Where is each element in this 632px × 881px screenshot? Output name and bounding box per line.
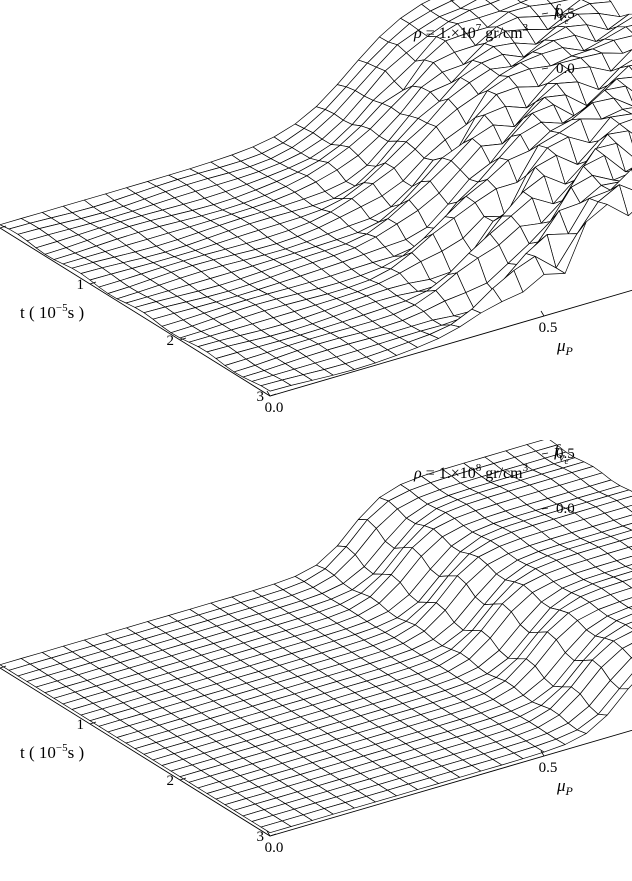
t-axis-tick-label: 2: [167, 773, 175, 789]
z-axis-label: fνe: [554, 441, 569, 466]
mu-axis-label: μP: [556, 336, 574, 358]
t-axis-tick: [269, 833, 277, 837]
mu-axis-label: μP: [556, 776, 574, 798]
panel-title: ρ = 1.×107 gr/cm3: [413, 22, 529, 42]
z-axis-tick: [541, 507, 549, 510]
mu-axis-tick-label: 0.0: [265, 400, 284, 416]
panel-title: ρ = 1.×108 gr/cm3: [413, 462, 529, 482]
mu-axis-tick-label: 0.0: [265, 840, 284, 856]
t-axis-label: t ( 10−5s ): [20, 302, 84, 322]
t-axis-label: t ( 10−5s ): [20, 742, 84, 762]
t-axis-tick-label: 3: [257, 389, 265, 405]
z-axis-tick-label: 0.0: [556, 61, 575, 77]
t-axis-tick: [89, 281, 97, 285]
t-axis-tick-label: 2: [167, 333, 175, 349]
t-axis-tick-label: 3: [257, 829, 265, 845]
axes: 01230.00.51.00.00.51.0: [0, 6, 575, 416]
mu-axis-tick: [266, 830, 271, 837]
surface-mesh: [0, 440, 632, 834]
surface-plot-svg: 01230.00.51.00.00.51.0t ( 10−5s )μPfνeρ …: [0, 0, 632, 416]
mu-axis-tick-label: 0.5: [539, 760, 558, 776]
z-axis-tick: [541, 12, 549, 15]
z-axis-tick: [541, 67, 549, 70]
z-axis-label: fνe: [554, 1, 569, 26]
t-axis-tick: [179, 337, 187, 341]
z-axis-tick-label: 0.5: [556, 6, 575, 22]
surface-mesh: [0, 0, 632, 392]
t-axis-tick: [89, 721, 97, 725]
surface-plot-rho-1e7: 01230.00.51.00.00.51.0t ( 10−5s )μPfνeρ …: [0, 0, 632, 440]
t-axis-tick-label: 1: [77, 277, 85, 293]
z-axis-tick-label: 0.0: [556, 501, 575, 517]
mu-axis-tick-label: 0.5: [539, 320, 558, 336]
mu-axis-tick: [540, 750, 545, 757]
mu-axis-tick: [540, 310, 545, 317]
mu-axis-tick: [266, 390, 271, 397]
z-axis-tick-label: 0.5: [556, 446, 575, 462]
z-axis-tick: [541, 452, 549, 455]
t-axis-tick: [269, 393, 277, 397]
axes: 01230.00.51.00.00.51.0: [0, 446, 575, 856]
surface-plot-rho-1e8: 01230.00.51.00.00.51.0t ( 10−5s )μPfνeρ …: [0, 440, 632, 880]
t-axis-tick-label: 1: [77, 717, 85, 733]
t-axis-tick: [0, 665, 7, 669]
mesh-cell: [260, 820, 292, 834]
t-axis-tick: [0, 225, 7, 229]
mesh-cell: [260, 379, 292, 392]
t-axis-tick: [179, 777, 187, 781]
surface-plot-svg: 01230.00.51.00.00.51.0t ( 10−5s )μPfνeρ …: [0, 440, 632, 856]
